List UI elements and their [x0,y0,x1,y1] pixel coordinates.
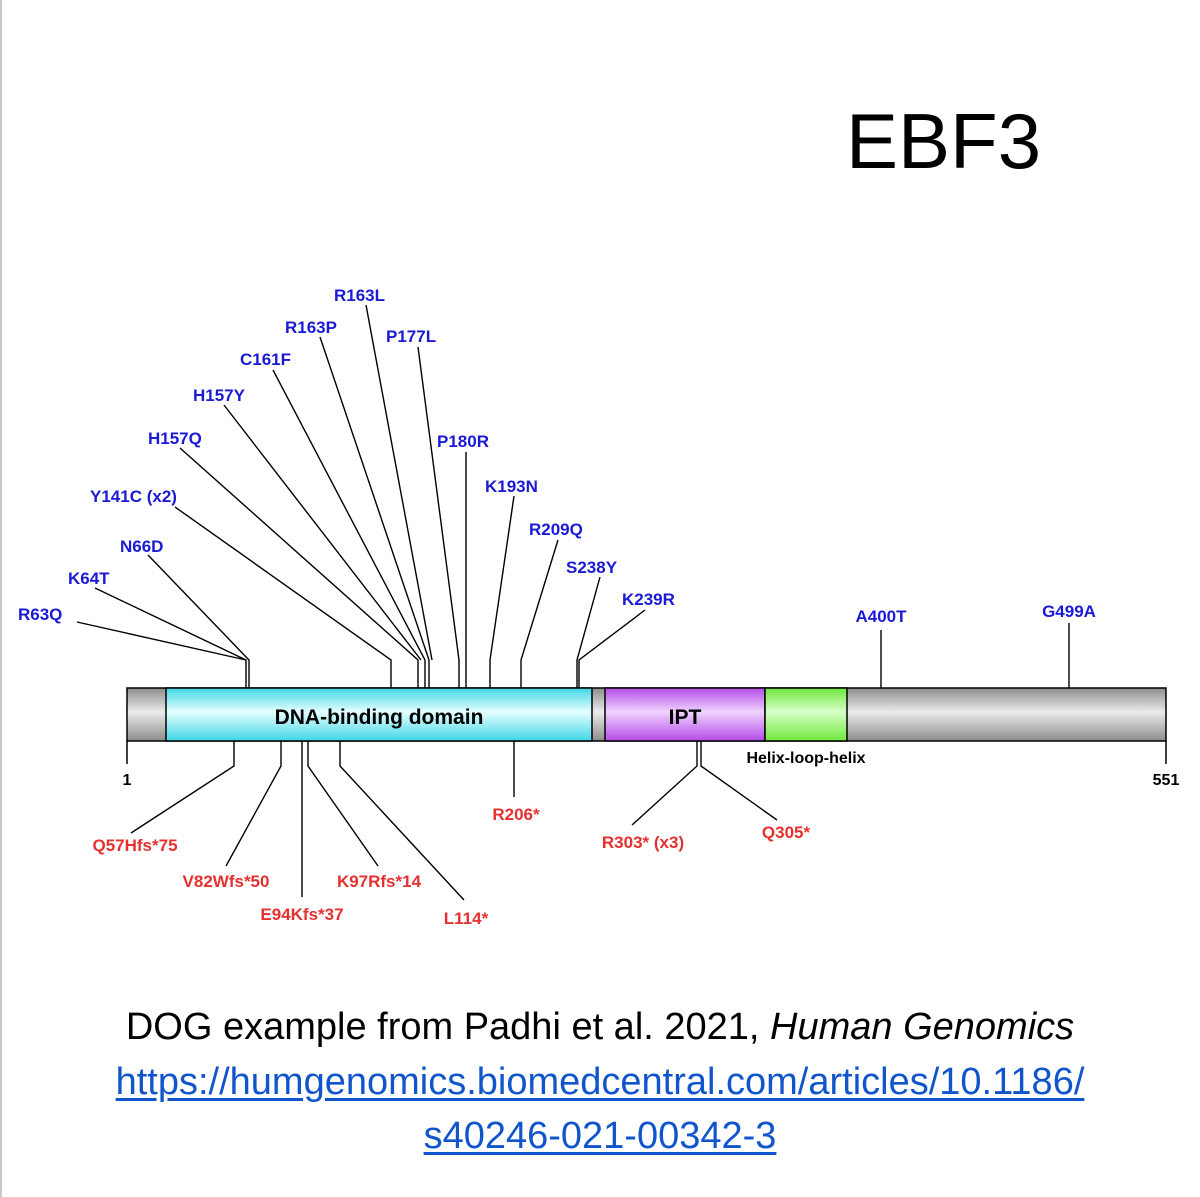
variant-leader-k193n [489,495,515,688]
variant-label-r163p: R163P [285,318,337,337]
variant-leader-n66d [147,554,250,688]
variant-leader-r63q [76,621,247,688]
ipt-domain-label: IPT [669,706,702,729]
variant-label-n66d: N66D [120,537,163,556]
variant-label-r303: R303* (x3) [602,833,684,852]
ipt-domain [604,687,766,742]
variant-leader-q57hfs [130,741,235,834]
variant-label-e94kfs: E94Kfs*37 [260,905,343,924]
helix-loop-helix-label: Helix-loop-helix [746,750,865,767]
variant-label-k193n: K193N [485,477,538,496]
variant-label-c161f: C161F [240,350,291,369]
variant-label-g499a: G499A [1042,602,1096,621]
variant-leader-k64t [94,587,247,661]
helix-loop-helix-domain [764,687,848,742]
page-left-edge [0,0,2,1197]
variant-label-v82wfs: V82Wfs*50 [183,872,270,891]
variant-leader-q305 [700,741,778,821]
variant-label-s238y: S238Y [566,558,618,577]
caption-journal: Human Genomics [770,1006,1075,1048]
variant-leader-k239r [578,609,646,688]
variant-label-r63q: R63Q [18,605,62,624]
variant-leader-s238y [576,576,601,688]
variant-label-l114: L114* [444,909,489,928]
variant-leader-l114 [339,741,465,901]
variant-leader-r303 [631,741,698,826]
truncating-variants: Q57Hfs*75 V82Wfs*50 E94Kfs*37 K97Rfs*14 … [92,741,810,928]
variant-leader-v82wfs [225,741,282,867]
caption-citation: DOG example from Padhi et al. 2021, Huma… [0,1002,1200,1052]
variant-label-r206: R206* [492,805,540,824]
variant-leader-y141c [174,506,392,688]
missense-variants: R63Q K64T N66D Y141C (x2) H157Q H157Y C1… [18,286,1096,688]
variant-label-k97rfs: K97Rfs*14 [337,872,422,891]
end-position-label: 551 [1153,772,1180,789]
dna-binding-domain [165,687,593,742]
caption-link-line-1: https://humgenomics.biomedcentral.com/ar… [0,1058,1200,1106]
variant-label-a400t: A400T [855,607,907,626]
caption-citation-text: DOG example from Padhi et al. 2021, [125,1006,771,1048]
variant-leader-k97rfs [307,741,379,867]
source-link-part-2[interactable]: s40246-021-00342-3 [423,1115,777,1157]
variant-label-p177l: P177L [386,327,436,346]
source-link-part-1[interactable]: https://humgenomics.biomedcentral.com/ar… [115,1061,1085,1103]
caption-link-line-2: s40246-021-00342-3 [0,1112,1200,1160]
variant-leader-r163l [365,304,433,661]
variant-label-h157y: H157Y [193,386,246,405]
variant-label-q57hfs: Q57Hfs*75 [92,836,177,855]
gene-title: EBF3 [846,97,1042,185]
variant-leader-r163p [319,336,430,688]
variant-leader-p177l [417,346,460,688]
variant-label-k64t: K64T [68,569,110,588]
variant-leader-h157q [179,447,419,688]
variant-label-y141c: Y141C (x2) [90,487,177,506]
variant-label-h157q: H157Q [148,429,202,448]
variant-label-q305: Q305* [762,823,811,842]
variant-label-p180r: P180R [437,432,489,451]
variant-label-r163l: R163L [334,286,385,305]
variant-leader-c161f [272,369,426,688]
protein-diagram: DNA-binding domain IPT Helix-loop-helix … [18,286,1180,928]
start-position-label: 1 [123,772,132,789]
variant-leader-h157y [223,404,422,661]
variant-label-r209q: R209Q [529,520,583,539]
variant-label-k239r: K239R [622,590,675,609]
variant-leader-r209q [520,539,559,688]
dna-binding-domain-label: DNA-binding domain [275,706,484,729]
